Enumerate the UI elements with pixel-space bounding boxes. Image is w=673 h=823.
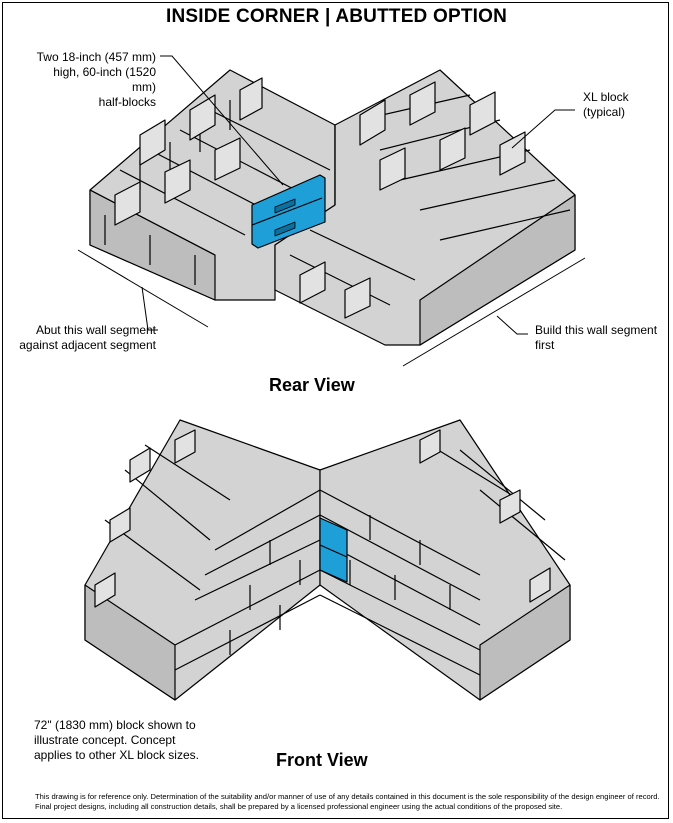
front-left-wing <box>84 419 321 701</box>
xl-block-callout: XL block (typical) <box>583 90 629 119</box>
front-half-blocks-highlight <box>319 517 348 583</box>
half-blocks-leader <box>160 55 284 186</box>
abut-dimension-line <box>77 249 209 328</box>
front-right-wing <box>319 419 571 701</box>
disclaimer-text: This drawing is for reference only. Dete… <box>35 792 660 811</box>
block-size-note: 72" (1830 mm) block shown to illustrate … <box>34 718 199 762</box>
build-first-dimension-line <box>402 257 586 367</box>
rear-right-wall-segment <box>274 69 576 346</box>
xl-block-leader <box>511 109 575 149</box>
half-blocks-callout: Two 18-inch (457 mm) high, 60-inch (1520… <box>36 50 156 109</box>
rear-view-leaders <box>77 55 586 367</box>
rear-view-label: Rear View <box>269 375 355 395</box>
drawing-title: INSIDE CORNER | ABUTTED OPTION <box>165 6 507 27</box>
front-view-illustration <box>84 419 571 701</box>
build-first-callout: Build this wall segment first <box>535 323 658 352</box>
build-first-leader <box>496 315 528 335</box>
rear-view-illustration <box>89 69 576 346</box>
front-view-label: Front View <box>276 750 368 770</box>
abut-leader <box>141 286 158 331</box>
abut-callout: Abut this wall segment against adjacent … <box>19 323 156 352</box>
